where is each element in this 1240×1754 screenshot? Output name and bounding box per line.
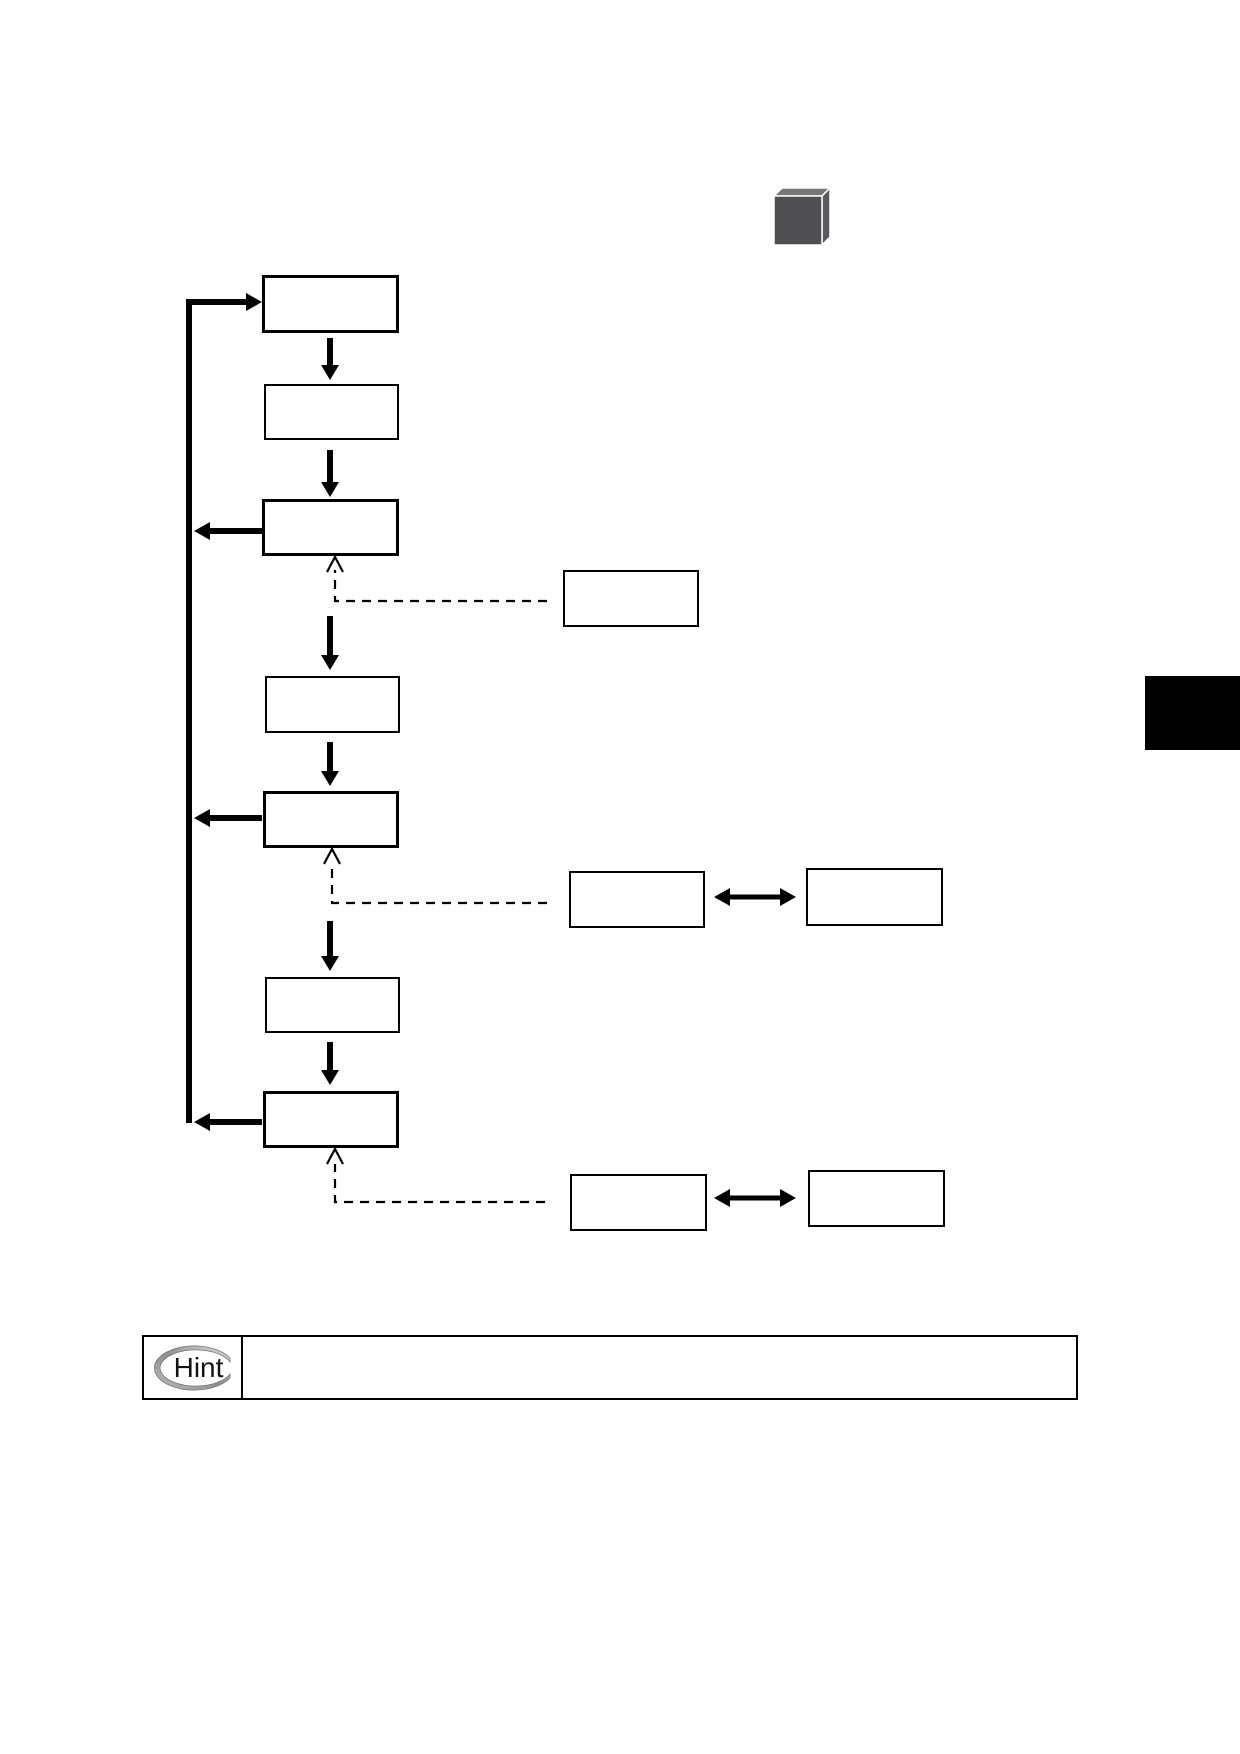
arrow-box3-to-loop: [194, 522, 262, 540]
side-box-2: [569, 871, 705, 928]
arrow-box5-to-loop: [194, 809, 262, 827]
arrow-box1-to-box2: [321, 338, 339, 380]
flow-box-2: [264, 384, 399, 440]
arrow-box5-to-box6: [321, 921, 339, 971]
side-box-1: [563, 570, 699, 627]
dashed-arrow-sidebox4-to-box7: [326, 1146, 545, 1204]
double-arrow-sidebox2-sidebox3: [714, 888, 796, 906]
flow-box-4: [265, 676, 400, 733]
hint-box: Hint: [142, 1335, 1078, 1400]
hint-content: [243, 1337, 1076, 1398]
double-arrow-sidebox4-sidebox5: [714, 1189, 796, 1207]
side-box-3: [806, 868, 943, 926]
chapter-tab: [1145, 676, 1240, 750]
flow-box-1: [262, 275, 399, 333]
flow-box-6: [265, 977, 400, 1033]
cube-front-face: [773, 195, 823, 246]
flow-box-3: [262, 499, 399, 556]
arrow-box2-to-box3: [321, 450, 339, 497]
flow-box-7: [263, 1091, 399, 1148]
arrow-box4-to-box5: [321, 742, 339, 786]
dashed-arrow-sidebox1-to-box3: [326, 554, 547, 603]
cube-icon: [772, 186, 832, 247]
side-box-4: [570, 1174, 707, 1231]
flow-box-5: [263, 791, 399, 848]
hint-swoosh-icon: [154, 1345, 231, 1391]
arrow-box3-to-box4: [321, 616, 339, 670]
arrow-box6-to-box7: [321, 1042, 339, 1085]
hint-label: Hint: [173, 1351, 224, 1383]
arrow-box7-to-loop: [194, 1113, 262, 1131]
side-box-5: [808, 1170, 945, 1227]
dashed-arrow-sidebox2-to-box5: [323, 846, 547, 905]
hint-logo: Hint: [144, 1337, 243, 1398]
arrow-loop-to-box1: [186, 293, 262, 311]
